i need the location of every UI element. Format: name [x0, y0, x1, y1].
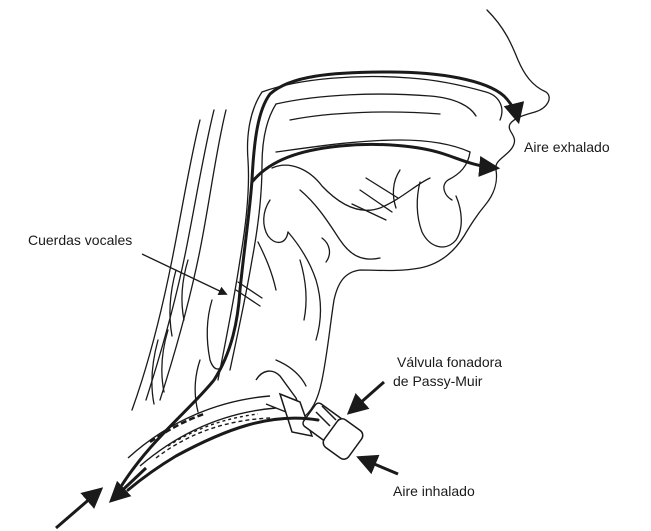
valve-label-line2: de Passy-Muir: [393, 373, 482, 390]
valve-label-line1: Válvula fonadora: [397, 354, 502, 371]
vocal-cords-label: Cuerdas vocales: [28, 232, 132, 249]
inhaled-arrow-right: [360, 458, 398, 474]
exhaled-air-label: Aire exhalado: [524, 139, 610, 156]
valve-leader: [350, 382, 384, 412]
inhaled-arrow-bottom: [56, 490, 100, 528]
passy-muir-valve: [280, 394, 365, 462]
inhaled-air-arrows: [56, 458, 398, 528]
inhaled-air-flow-path: [128, 418, 318, 490]
leader-lines: [142, 254, 384, 412]
inhaled-air-label: Aire inhalado: [393, 483, 475, 500]
